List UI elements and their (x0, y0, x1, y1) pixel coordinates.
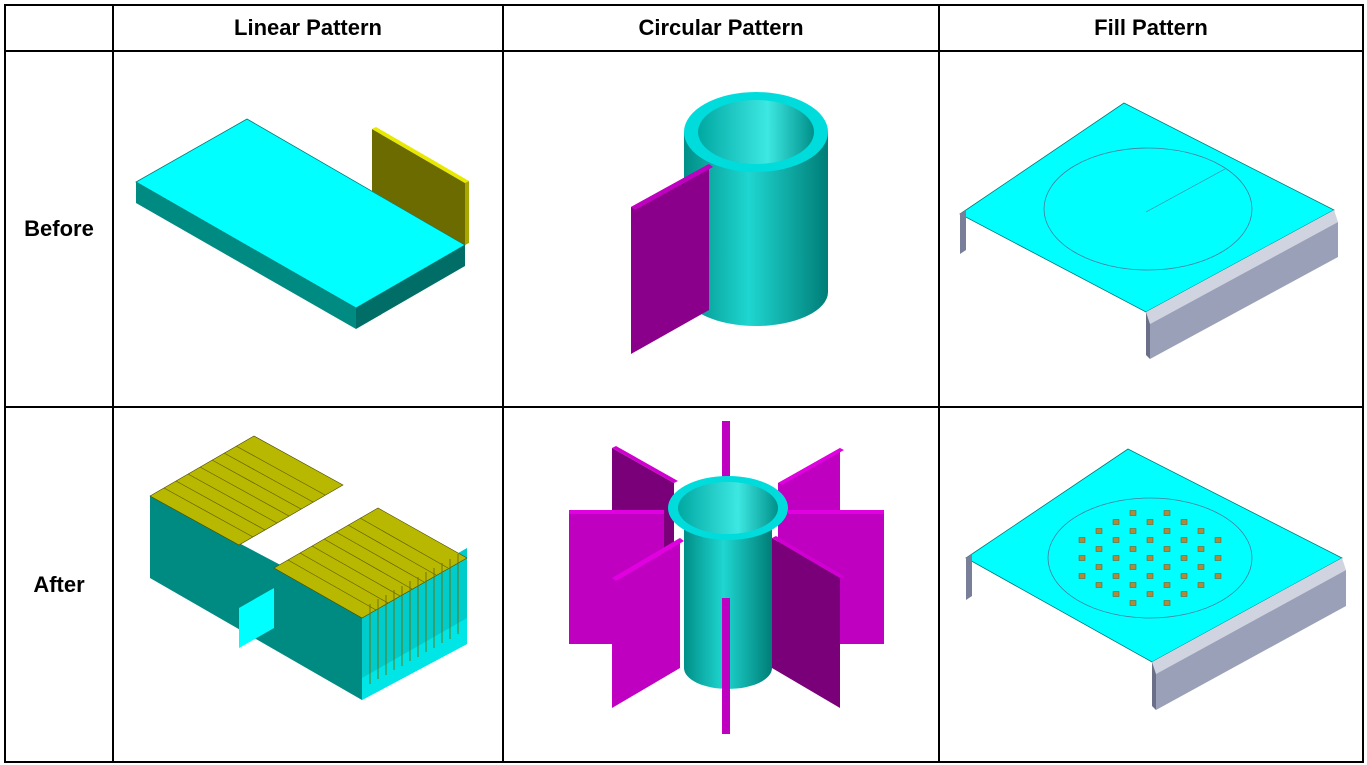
hole (1214, 573, 1222, 579)
grid-line (4, 4, 1364, 6)
hole (1163, 510, 1171, 516)
grid-line (1362, 4, 1364, 763)
grid-line (4, 761, 1364, 763)
hole (1163, 546, 1171, 552)
hole (1197, 564, 1205, 570)
hole (1129, 528, 1137, 534)
hole (1180, 537, 1188, 543)
grid-line (938, 4, 940, 763)
hole (1112, 519, 1120, 525)
hole (1214, 555, 1222, 561)
row-label-before: Before (24, 216, 94, 241)
hole (1129, 510, 1137, 516)
hole (1197, 546, 1205, 552)
after-fill-figure (965, 448, 1346, 710)
hole (1146, 537, 1154, 543)
hole (1112, 591, 1120, 597)
hole (1095, 528, 1103, 534)
grid-line (112, 4, 114, 763)
hole (1163, 564, 1171, 570)
hole (1163, 528, 1171, 534)
hole (1112, 537, 1120, 543)
hole (1112, 555, 1120, 561)
hole (1095, 564, 1103, 570)
after-linear-figure (149, 435, 468, 700)
grid-line (502, 4, 504, 763)
column-header-linear: Linear Pattern (234, 15, 382, 40)
hole (1095, 582, 1103, 588)
before-linear-figure (135, 118, 469, 329)
grid-line (4, 406, 1364, 408)
hole (1078, 555, 1086, 561)
grid-line (4, 50, 1364, 52)
before-circular-figure (631, 92, 828, 354)
column-header-circular: Circular Pattern (638, 15, 804, 40)
hole (1095, 546, 1103, 552)
hole (1180, 555, 1188, 561)
after-circular-figure (569, 421, 884, 734)
hole (1146, 555, 1154, 561)
hole (1129, 564, 1137, 570)
column-header-fill: Fill Pattern (1094, 15, 1208, 40)
hole (1129, 582, 1137, 588)
hole (1146, 519, 1154, 525)
grid-line (4, 4, 6, 763)
hole (1078, 537, 1086, 543)
hole (1180, 591, 1188, 597)
hole (1163, 600, 1171, 606)
hole (1146, 573, 1154, 579)
hole (1197, 582, 1205, 588)
hole-array (1078, 510, 1222, 606)
row-label-after: After (33, 571, 85, 597)
hole (1163, 582, 1171, 588)
hole (1197, 528, 1205, 534)
hole (1180, 573, 1188, 579)
hole (1112, 573, 1120, 579)
hole (1129, 600, 1137, 606)
hole (1180, 519, 1188, 525)
hole (1146, 591, 1154, 597)
hole (1078, 573, 1086, 579)
hole (1214, 537, 1222, 543)
hole (1129, 546, 1137, 552)
before-fill-figure (959, 102, 1338, 359)
